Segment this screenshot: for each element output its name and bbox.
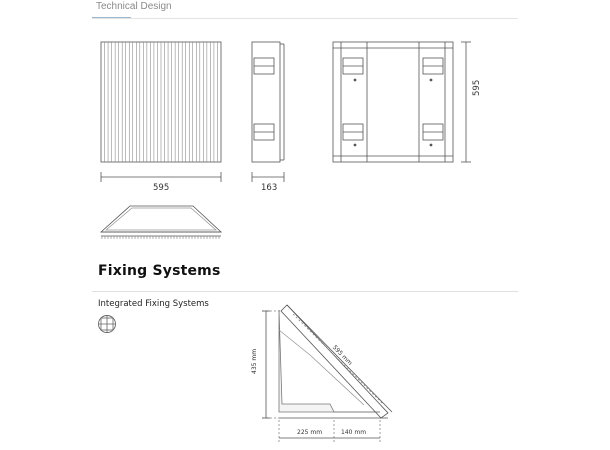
base-right-dimension-label: 140 mm bbox=[341, 429, 367, 436]
back-view-drawing bbox=[332, 41, 471, 163]
back-height-label: 595 bbox=[472, 79, 482, 96]
wall-mount-icon bbox=[98, 315, 116, 333]
tab-bar: Technical Design bbox=[92, 0, 518, 19]
tab-technical-design[interactable]: Technical Design bbox=[96, 1, 172, 12]
height-dimension-label: 435 mm bbox=[251, 348, 258, 374]
fixing-systems-title: Fixing Systems bbox=[98, 263, 221, 279]
side-depth-label: 163 bbox=[261, 183, 278, 193]
fixing-diagram bbox=[262, 304, 393, 442]
side-view-drawing bbox=[251, 41, 285, 182]
base-left-dimension-label: 225 mm bbox=[297, 429, 323, 436]
integrated-fixing-label: Integrated Fixing Systems bbox=[98, 299, 209, 309]
top-view-drawing bbox=[99, 205, 223, 239]
section-divider bbox=[92, 291, 518, 292]
active-tab-indicator bbox=[92, 17, 131, 18]
front-width-label: 595 bbox=[153, 183, 170, 193]
front-view-drawing bbox=[100, 41, 222, 182]
